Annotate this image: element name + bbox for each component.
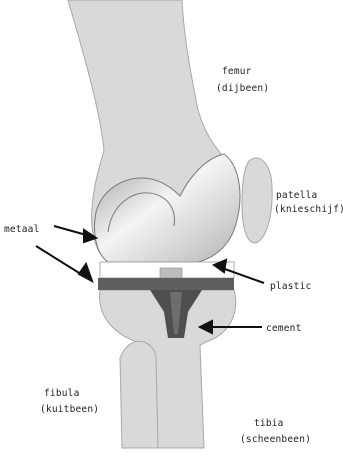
arrow-metaal-2 [36, 246, 84, 276]
label-metaal: metaal [4, 224, 40, 235]
label-patella: patella [276, 190, 317, 201]
label-patella-nl: (knieschijf) [274, 204, 343, 215]
label-femur: femur [222, 66, 252, 77]
label-fibula-nl: (kuitbeen) [40, 404, 99, 415]
label-fibula: fibula [44, 388, 80, 399]
plastic-insert-post [160, 268, 182, 278]
fibula-bone [120, 341, 158, 448]
label-femur-nl: (dijbeen) [216, 83, 269, 94]
label-tibia-nl: (scheenbeen) [240, 434, 311, 445]
label-plastic: plastic [270, 281, 311, 292]
patella-bone [242, 158, 272, 243]
label-tibia: tibia [254, 418, 284, 429]
tibial-tray [98, 278, 234, 290]
label-cement: cement [266, 323, 302, 334]
